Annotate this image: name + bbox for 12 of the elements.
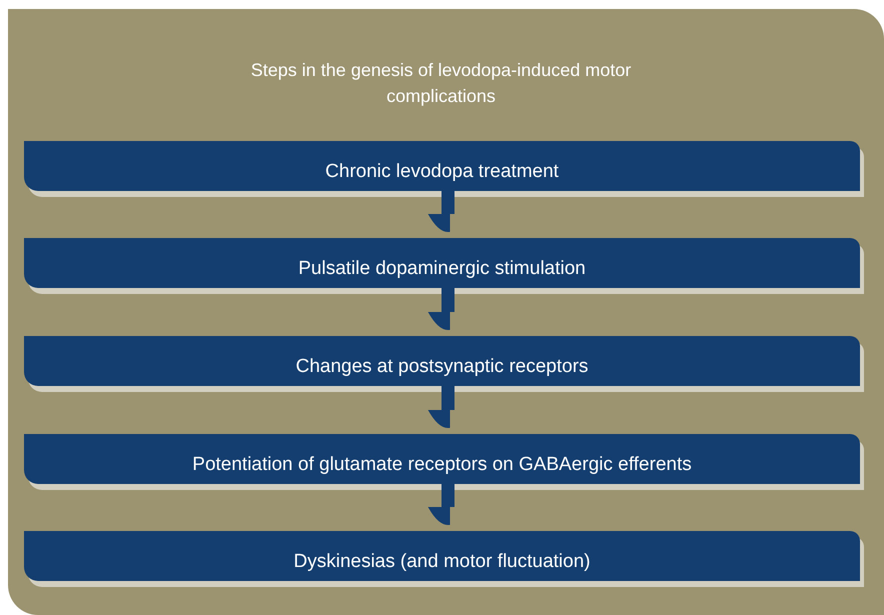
step-label: Chronic levodopa treatment — [325, 160, 559, 183]
step-box — [24, 141, 860, 191]
step-box — [24, 531, 860, 581]
step-box — [24, 434, 860, 484]
step-box — [24, 336, 860, 386]
step-label: Dyskinesias (and motor fluctuation) — [294, 550, 590, 573]
step-label: Pulsatile dopaminergic stimulation — [298, 257, 586, 280]
step-box — [24, 238, 860, 288]
panel-background — [8, 9, 884, 615]
step-label: Changes at postsynaptic receptors — [296, 355, 588, 378]
panel-heading: Steps in the genesis of levodopa-induced motor complications — [250, 59, 632, 108]
step-label: Potentiation of glutamate receptors on GABAergic efferents — [192, 453, 692, 476]
